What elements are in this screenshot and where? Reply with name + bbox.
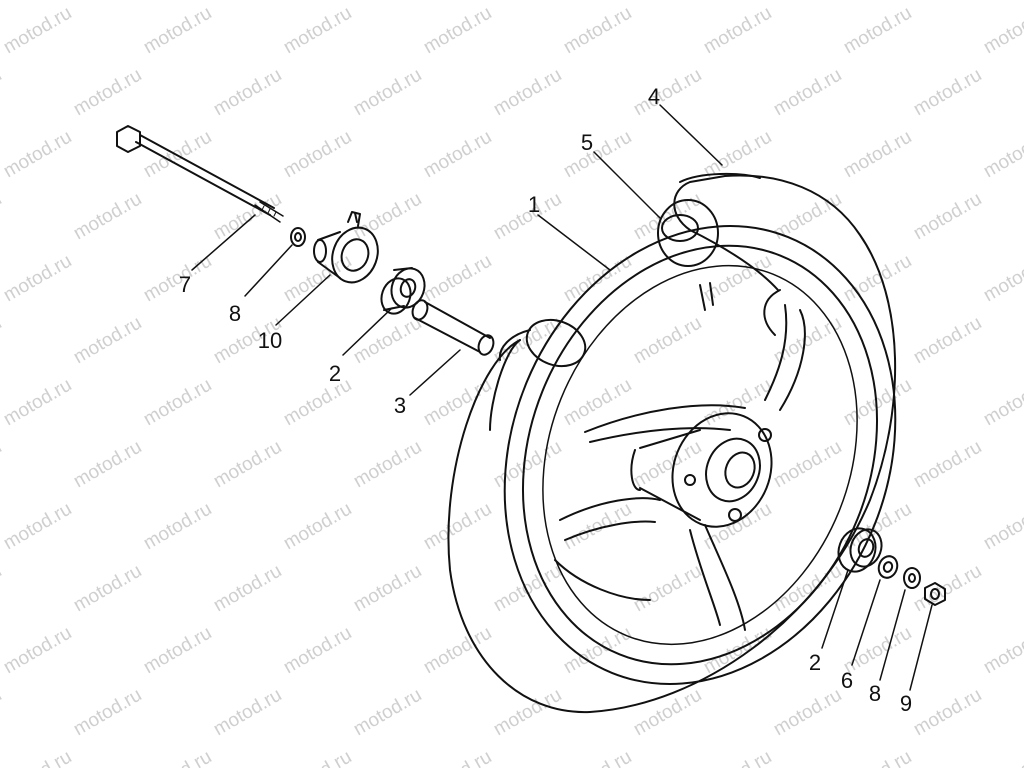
callout-nut: 9 [899, 691, 913, 716]
valve-stem-drawing [699, 282, 714, 311]
tube-drawing [657, 199, 719, 267]
callout-speedometer-gearbox: 10 [257, 328, 283, 353]
nut-drawing [924, 582, 946, 606]
callout-bearing-left: 2 [328, 361, 342, 386]
rim-drawing [503, 225, 897, 685]
washer-right-drawing [903, 567, 921, 589]
washer-left-drawing [290, 227, 306, 247]
callout-axle-bolt: 7 [178, 272, 192, 297]
callout-washer-left: 8 [228, 301, 242, 326]
callout-wheel: 1 [527, 192, 541, 217]
tire-cut-end-drawing [498, 318, 587, 368]
wheel-spokes-drawing [554, 289, 806, 631]
spacer-drawing [411, 299, 495, 356]
leader-lines [191, 104, 933, 691]
callout-collar: 6 [840, 668, 854, 693]
hub-drawing [630, 412, 773, 528]
tire-drawing [447, 172, 897, 714]
callout-tube: 5 [580, 130, 594, 155]
speedometer-gearbox-drawing [313, 211, 379, 284]
bearing-right-drawing [837, 527, 883, 573]
callout-tire: 4 [647, 84, 661, 109]
axle-bolt-drawing [116, 125, 284, 223]
callout-bearing-right: 2 [808, 650, 822, 675]
callout-washer-right: 8 [868, 681, 882, 706]
bearing-left-drawing [380, 267, 426, 315]
callout-spacer: 3 [393, 393, 407, 418]
collar-drawing [877, 555, 899, 579]
